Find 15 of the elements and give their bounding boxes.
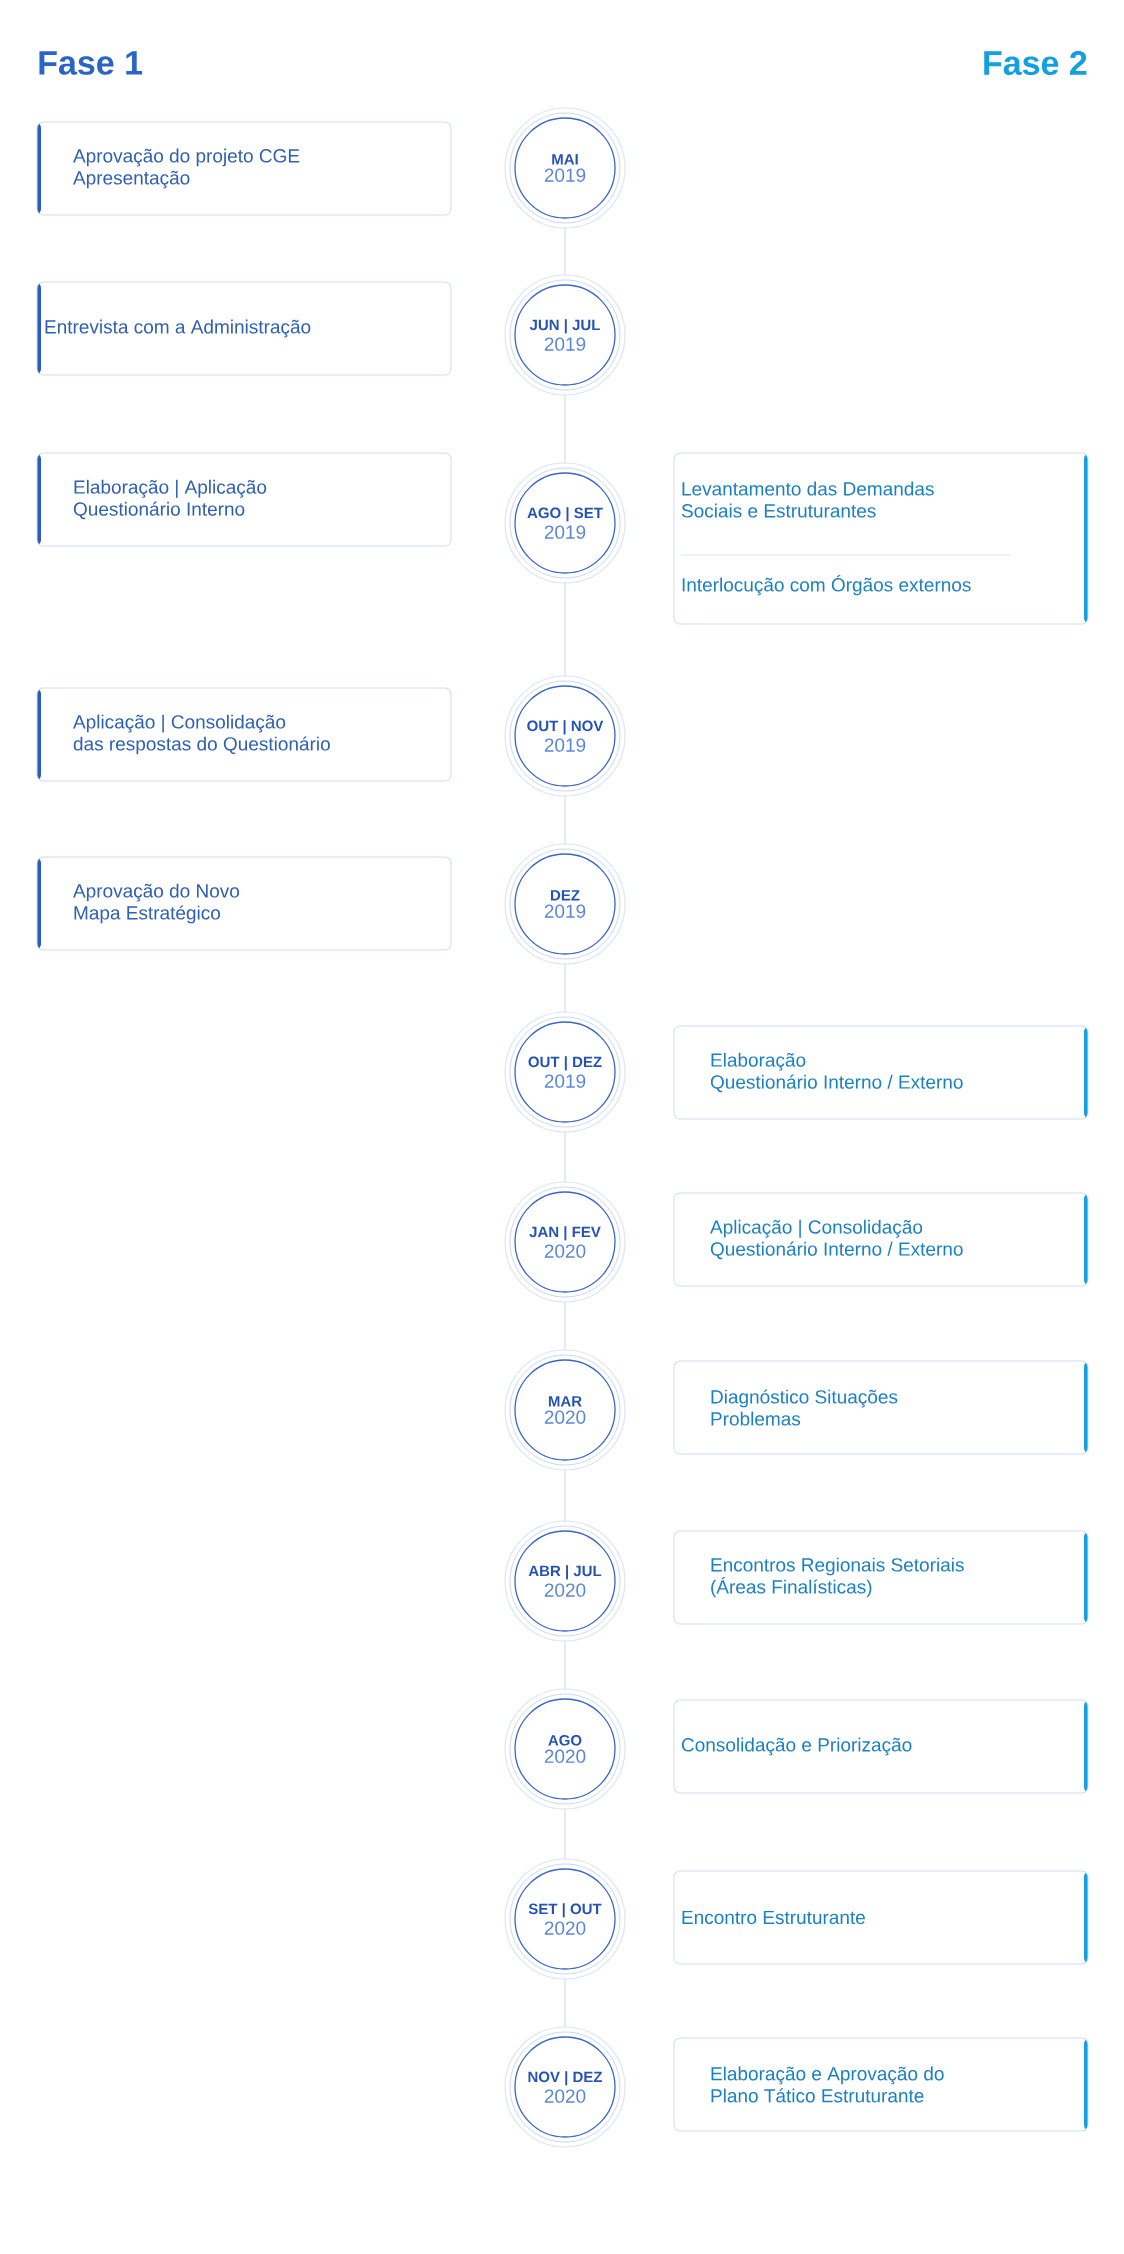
timeline-card: Aplicação | Consolidação Questionário Interno / Externo (673, 1192, 1089, 1287)
timeline-card: Entrevista com a Administração (36, 281, 452, 376)
timeline-card: Levantamento das Demandas Sociais e Estruturantes Interlocução com Órgãos externos (673, 452, 1089, 625)
timeline-card: Elaboração | Aplicação Questionário Interno (36, 452, 452, 547)
phase-heading: Fase 2 (984, 50, 1087, 76)
timeline-card: Elaboração Questionário Interno / Externo (673, 1025, 1089, 1120)
timeline-card: Aprovação do projeto CGE Apresentação (36, 121, 452, 216)
timeline-card: Encontro Estruturante (673, 1870, 1089, 1965)
timeline-card: Diagnóstico Situações Problemas (673, 1360, 1089, 1455)
timeline-card: Consolidação e Priorização (673, 1699, 1089, 1794)
phase-heading: Fase 1 (39, 51, 143, 75)
timeline-card: Aprovação do Novo Mapa Estratégico (36, 856, 452, 951)
timeline-card: Encontros Regionais Setoriais (Áreas Finalísticas) (673, 1530, 1089, 1625)
timeline-card: Aplicação | Consolidação das respostas do Questionário (36, 687, 452, 782)
timeline-card: Elaboração e Aprovação do Plano Tático Estruturante (673, 2037, 1089, 2132)
